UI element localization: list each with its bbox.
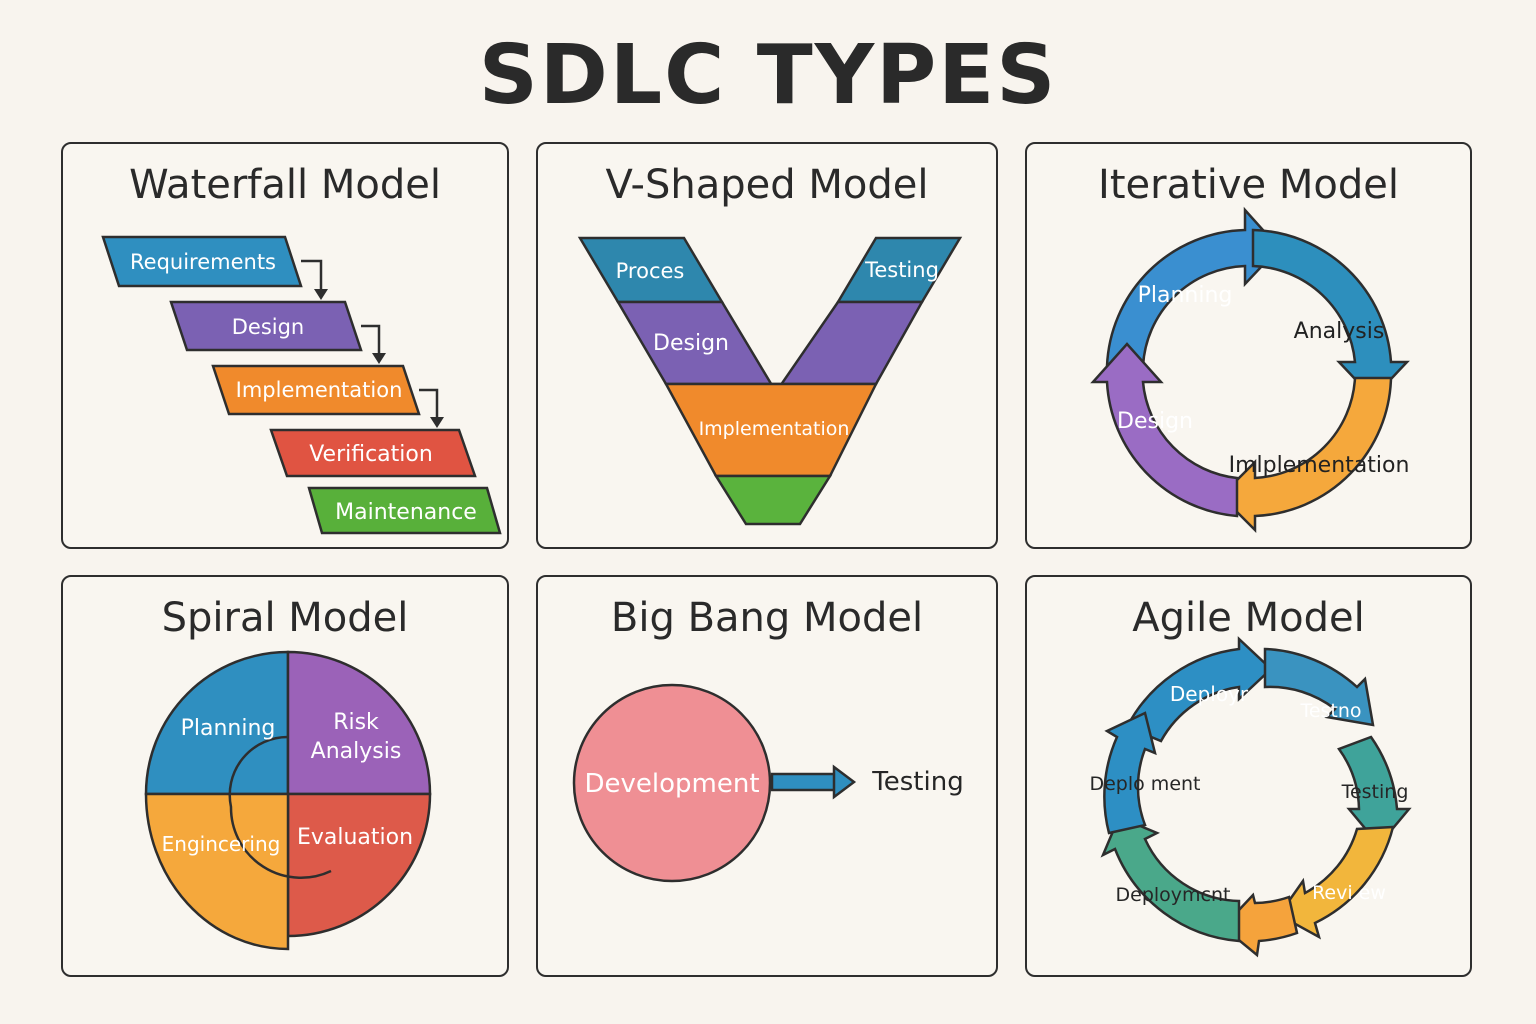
spiral-title: Spiral Model [161,595,409,641]
spiral-label-engineering: Engincering [162,832,281,856]
waterfall-arrowhead-2 [372,353,386,364]
bigbang-arrow-shaft [770,772,838,792]
agile-label-review: Revi ew [1312,882,1386,904]
waterfall-step-requirements: Requirements [101,235,303,288]
spiral-label-evaluation: Evaluation [297,825,413,850]
waterfall-label-verification: Verification [309,442,433,467]
waterfall-arrowhead-3 [430,417,444,428]
v-label-testing: Testing [864,258,939,282]
bigbang-title: Big Bang Model [610,595,924,641]
spiral-curve [228,735,332,879]
waterfall-title: Waterfall Model [129,162,441,208]
agile-arc-review [1277,825,1395,940]
agile-arc-testing-right [1337,735,1412,847]
page-title: SDLC TYPES [478,28,1058,123]
spiral-label-risk-2: Analysis [311,739,402,764]
spiral-quadrant-evaluation [286,792,432,938]
v-label-process: Proces [616,259,685,283]
spiral-quadrant-planning [144,650,290,796]
waterfall-step-design: Design [169,300,363,352]
bigbang-circle [572,683,772,883]
waterfall-arrow-3 [419,388,439,422]
bigbang-arrow-head [832,764,857,800]
waterfall-block-design [169,300,363,352]
iterative-arc-design [1090,342,1239,518]
bigbang-label-testing: Testing [871,767,963,797]
agile-arc-orange [1221,892,1299,958]
bigbang-label-development: Development [584,769,759,799]
waterfall-arrowhead-1 [314,289,328,300]
agile-arc-deployment-left [1103,711,1157,835]
bigbang-diagram: Development Testing [572,683,964,883]
waterfall-block-requirements [101,235,303,288]
waterfall-arrow-1 [301,259,323,294]
spiral-diagram: Planning Risk Analysis Engincering Evalu… [144,650,432,951]
spiral-panel: Spiral Model Planning Risk Analysis Engi… [61,575,509,977]
bigbang-panel: Big Bang Model Development Testing [536,575,998,977]
iterative-label-implementation: Imlplementation [1229,453,1410,478]
waterfall-diagram: Requirements Design Implementation Verif… [101,235,502,535]
waterfall-label-design: Design [232,315,305,339]
v-band-bottom [713,474,833,526]
spiral-label-planning: Planning [181,716,276,741]
v-label-implementation: Implementation [699,418,850,440]
agile-label-testing-right: Testing [1341,781,1409,803]
iterative-panel: Iterative Model Planning Analysis Design… [1025,142,1472,549]
agile-title: Agile Model [1132,595,1365,641]
v-label-design: Design [653,331,729,356]
waterfall-label-implementation: Implementation [236,378,403,402]
waterfall-step-verification: Verification [269,428,477,478]
agile-label-deployment-bottom: Deploymcnt [1116,884,1231,906]
waterfall-step-maintenance: Maintenance [307,486,502,535]
spiral-quadrant-engineering [144,792,290,951]
waterfall-arrow-2 [361,324,381,358]
spiral-quadrant-risk [286,650,432,796]
vshaped-title: V-Shaped Model [605,162,929,208]
waterfall-label-requirements: Requirements [130,250,276,274]
waterfall-panel: Waterfall Model Requirements Design Impl… [61,142,509,549]
agile-label-deployment-left: Deplo ment [1089,773,1200,795]
spiral-label-risk-1: Risk [333,710,379,735]
iterative-label-planning: Planning [1138,283,1233,308]
iterative-arc-analysis [1251,228,1410,400]
iterative-arc-implementation [1219,376,1393,534]
agile-panel: Agile Model Deployr Testno Deplo ment Te… [1025,575,1472,977]
iterative-label-design: Design [1117,409,1193,434]
waterfall-step-implementation: Implementation [211,364,421,416]
vshaped-panel: V-Shaped Model Proces Testing Design Imp… [536,142,998,549]
agile-label-testing-top: Testno [1299,700,1361,722]
iterative-label-analysis: Analysis [1294,319,1385,344]
iterative-arc-planning [1105,206,1281,368]
iterative-diagram: Planning Analysis Design Imlplementation [1090,206,1410,534]
agile-arc-testing-top [1263,647,1375,727]
iterative-title: Iterative Model [1098,162,1399,208]
vshaped-diagram: Proces Testing Design Implementation [577,236,963,526]
waterfall-label-maintenance: Maintenance [335,500,477,525]
agile-label-deploy-top: Deployr [1170,682,1249,706]
agile-diagram: Deployr Testno Deplo ment Testing Deploy… [1089,636,1412,958]
agile-arc-deployment-bottom [1100,815,1241,943]
waterfall-block-maintenance [307,486,502,535]
waterfall-block-implementation [211,364,421,416]
waterfall-block-verification [269,428,477,478]
agile-arc-deploy-top [1125,636,1273,743]
